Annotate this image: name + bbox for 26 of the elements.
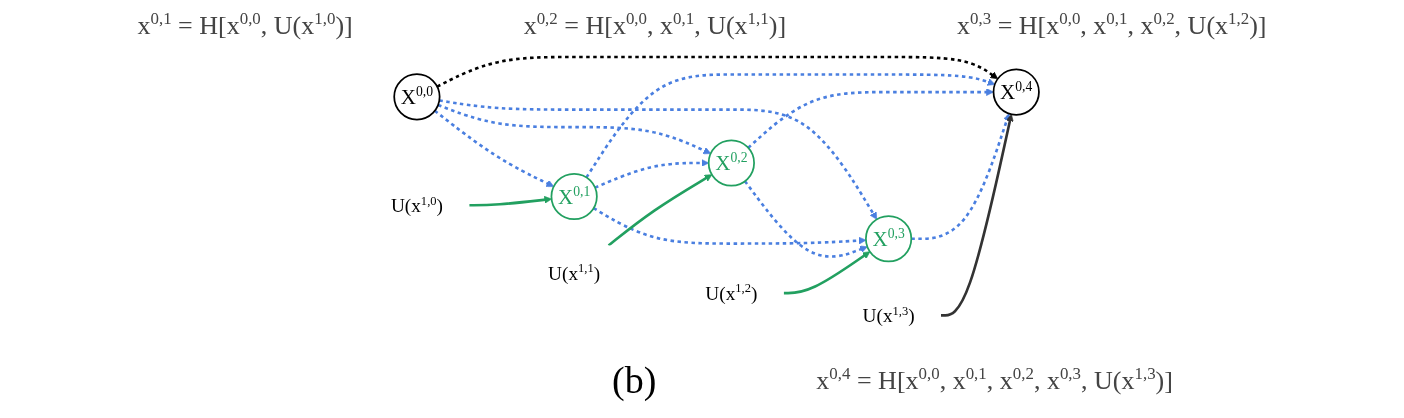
node-text: U(x$^{1,1}$): [548, 260, 601, 285]
formula: x$^{0,1}$ = H[x$^{0,0}$, U(x$^{1,0}$)]: [137, 9, 353, 41]
node-circle: X$^{0,3}$: [865, 215, 913, 263]
node-circle: X$^{0,2}$: [708, 139, 756, 187]
arrow: [436, 55, 999, 88]
arrow: [607, 174, 713, 247]
node-text: U(x$^{1,0}$): [391, 193, 444, 217]
arrow: [911, 113, 1011, 241]
node-circle: X$^{0,0}$: [393, 73, 441, 121]
panel-label: (b): [612, 358, 657, 402]
node-text: U(x$^{1,3}$): [862, 303, 915, 327]
formula: x$^{0,2}$ = H[x$^{0,0}$, x$^{0,1}$, U(x$^{1,1}$)]: [523, 9, 787, 41]
arrow: [585, 73, 996, 179]
arrow: [744, 180, 868, 258]
arrow: [439, 99, 878, 220]
formula: x$^{0,4}$ = H[x$^{0,0}$, x$^{0,1}$, x$^{0,2}$, x$^{0,3}$, U(x$^{1,3}$)]: [816, 364, 1173, 396]
node-circle: X$^{0,4}$: [992, 68, 1041, 116]
arrow: [594, 159, 710, 189]
arrow: [434, 109, 555, 187]
arrow: [941, 113, 1014, 317]
formula: x$^{0,3}$ = H[x$^{0,0}$, x$^{0,1}$, x$^{0,2}$, U(x$^{1,2}$)]: [957, 9, 1267, 41]
node-text: U(x$^{1,2}$): [705, 280, 758, 305]
arrow: [437, 103, 712, 155]
arrow: [593, 207, 867, 245]
arrow: [783, 251, 871, 295]
node-circle: X$^{0,1}$: [550, 172, 598, 221]
